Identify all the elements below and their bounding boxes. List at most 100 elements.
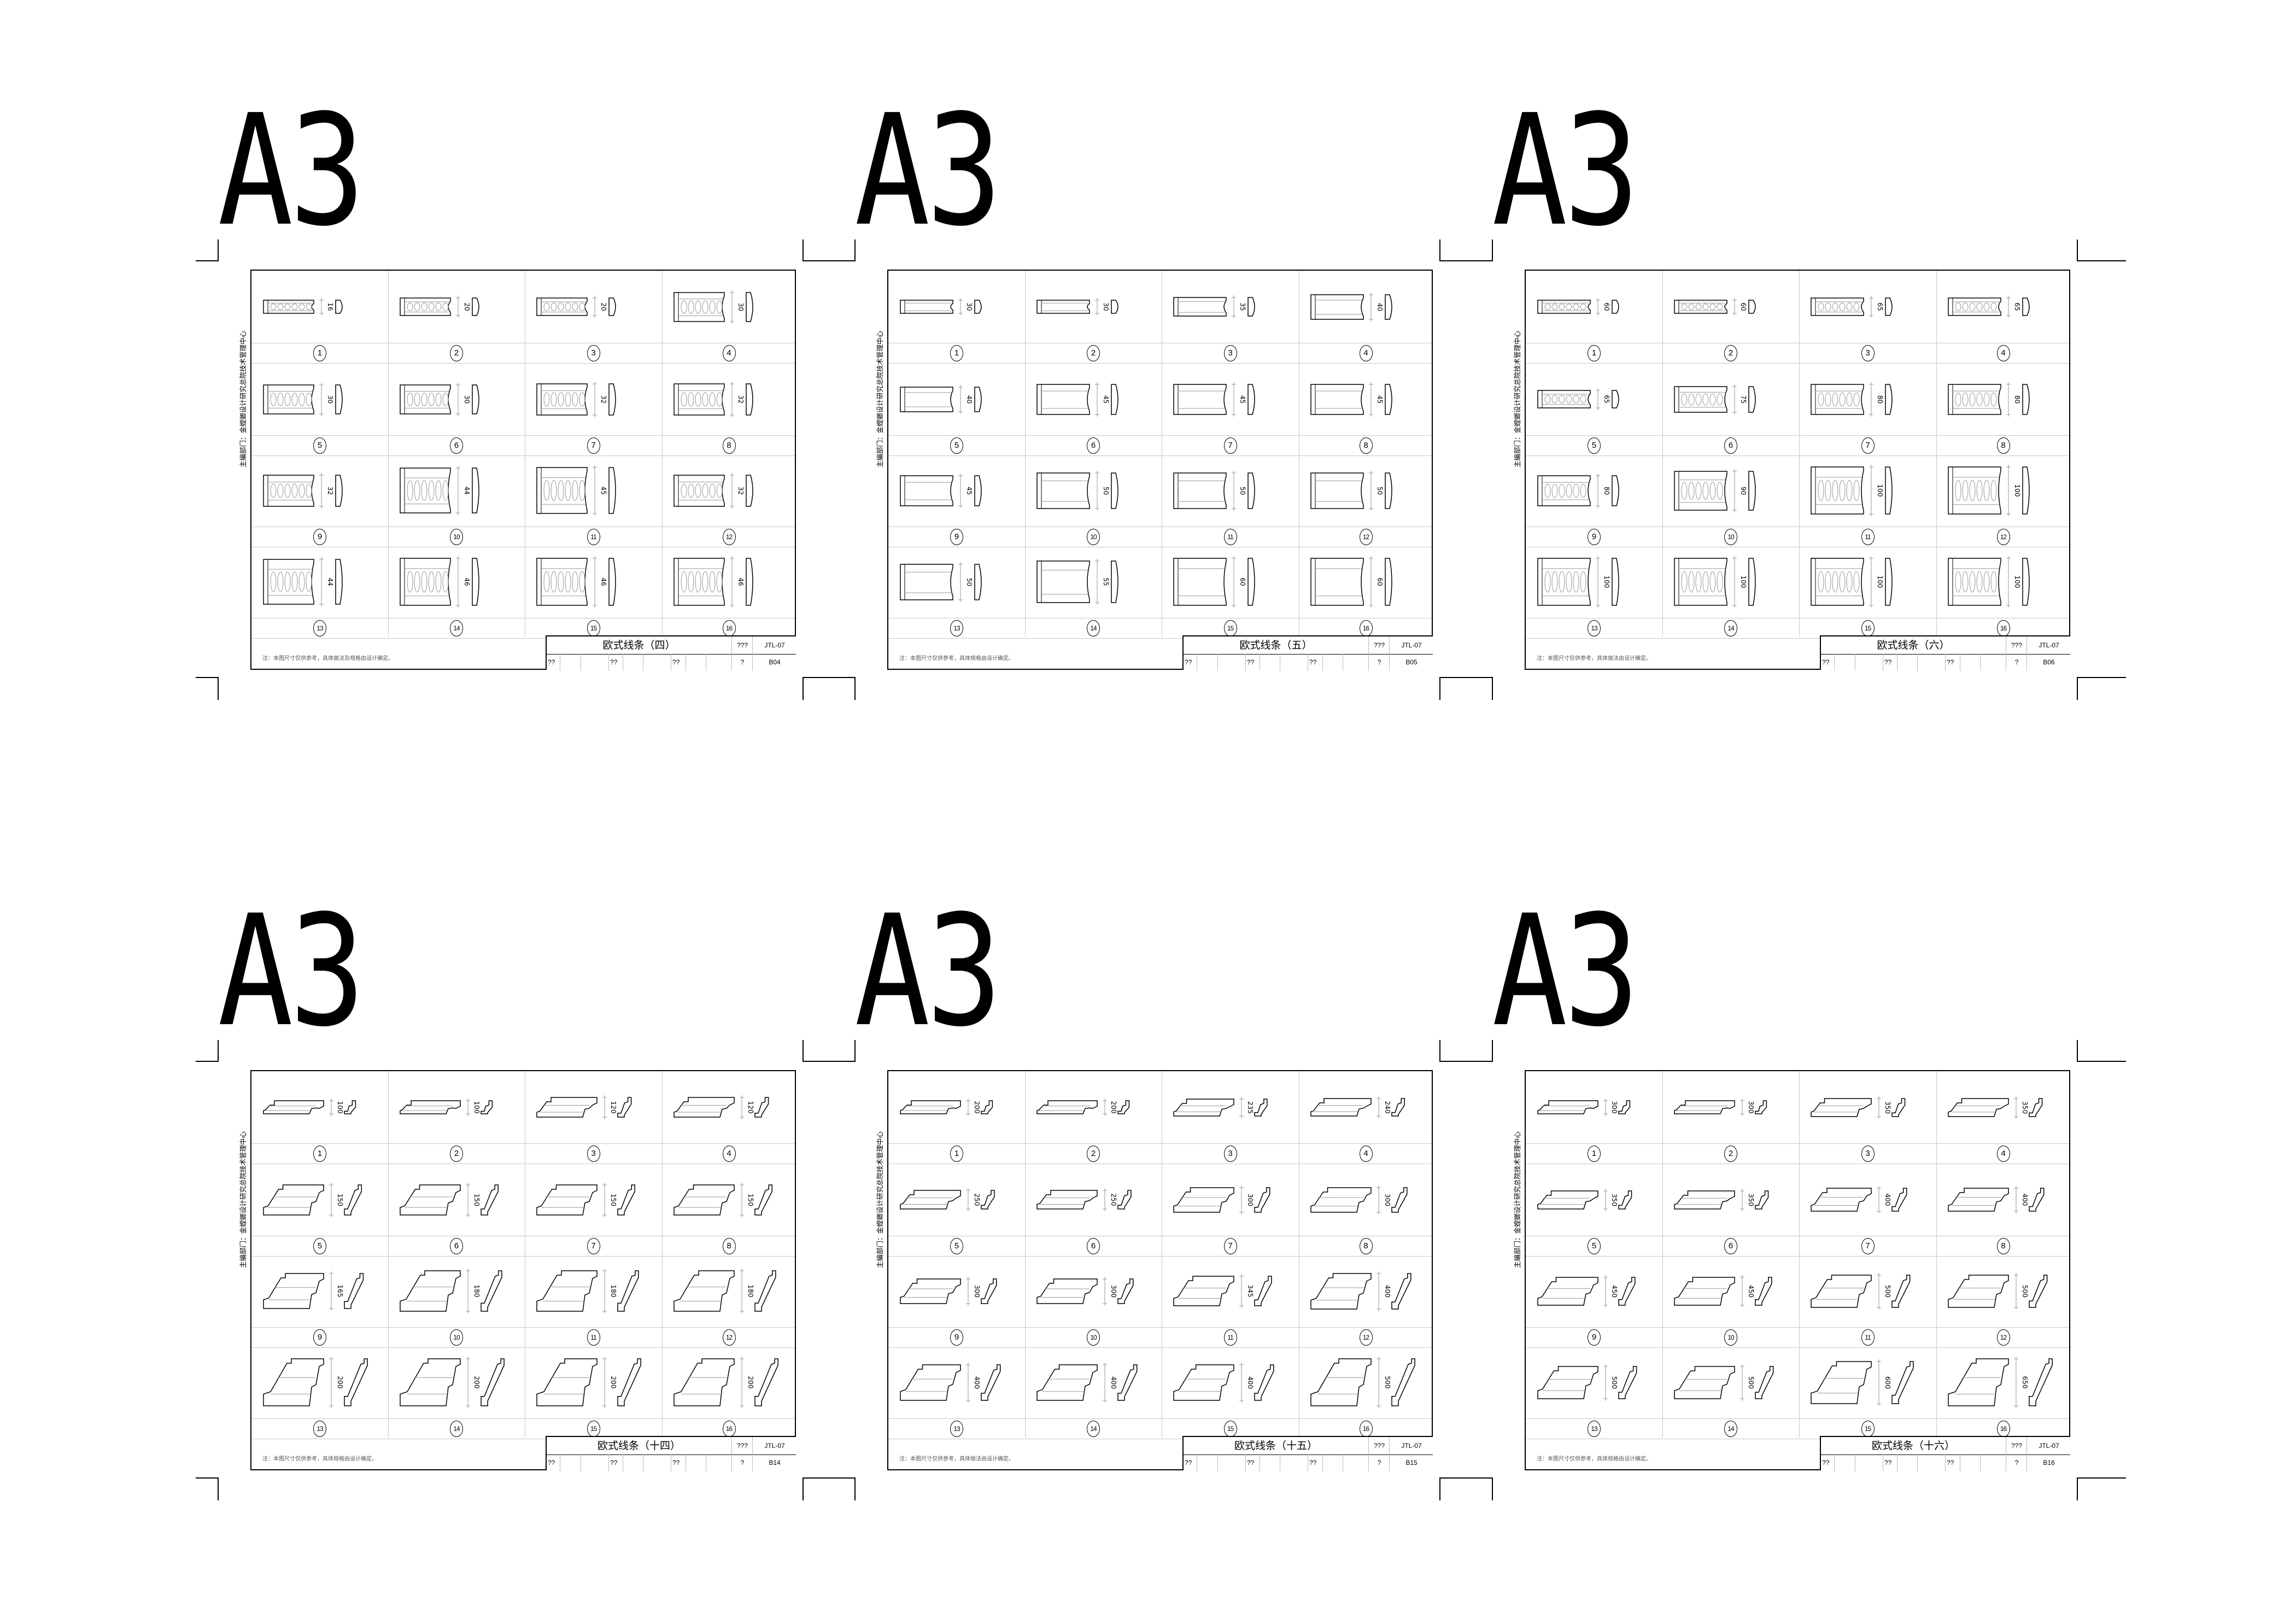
grid-column-line bbox=[1936, 271, 1937, 637]
grid-row-line bbox=[251, 1256, 795, 1257]
crown-moulding-outline bbox=[263, 1184, 324, 1216]
elevation-view bbox=[400, 1100, 493, 1114]
item-number: 15 bbox=[1861, 620, 1875, 636]
moulding-drawing: 32 bbox=[263, 473, 343, 509]
profile-section bbox=[344, 1100, 356, 1114]
item-number: 5 bbox=[313, 437, 326, 454]
moulding-drawing: 400 bbox=[1173, 1363, 1274, 1403]
crown-moulding-outline bbox=[536, 1184, 598, 1216]
dimension-value: 500 bbox=[1384, 1376, 1391, 1389]
sheet-label: ? bbox=[2006, 1454, 2027, 1471]
profile-section bbox=[1612, 390, 1619, 408]
ornament-motif bbox=[1544, 303, 1551, 310]
dimension-value: 32 bbox=[737, 395, 745, 404]
ornament-motif bbox=[270, 393, 277, 406]
grid-row-line bbox=[888, 638, 1432, 639]
ornament-motif bbox=[1976, 571, 1983, 593]
item-number: 7 bbox=[1223, 1238, 1237, 1254]
title-block: 欧式线条（十六）???JTL-07???????B16 bbox=[1820, 1436, 2070, 1471]
title-block-field bbox=[1217, 1454, 1245, 1471]
ornament-motif bbox=[1573, 303, 1579, 310]
item-number: 13 bbox=[313, 620, 326, 636]
moulding-drawing: 200 bbox=[263, 1357, 368, 1408]
crop-mark bbox=[1470, 1477, 1492, 1479]
profile-section bbox=[472, 384, 479, 414]
ornament-motif bbox=[407, 302, 413, 311]
ornament-motif bbox=[306, 483, 312, 498]
ornament-motif bbox=[435, 480, 442, 501]
dimension-value: 180 bbox=[473, 1285, 481, 1298]
dimension-value: 100 bbox=[1876, 484, 1884, 497]
grid-column-line bbox=[662, 271, 663, 637]
profile-section bbox=[1612, 558, 1619, 606]
profile-section bbox=[2029, 1098, 2043, 1117]
dimension-value: 40 bbox=[965, 395, 973, 404]
elevation-view bbox=[1811, 384, 1893, 415]
title-block-field bbox=[1980, 1454, 2006, 1471]
moulding-drawing: 600 bbox=[1811, 1359, 1914, 1406]
ornament-motif bbox=[1846, 302, 1853, 311]
item-number: 3 bbox=[1223, 345, 1237, 361]
title-block-row: 欧式线条（十六）???JTL-07 bbox=[1821, 1437, 2070, 1455]
dimension-value: 100 bbox=[1739, 576, 1747, 588]
profile-section bbox=[1254, 1276, 1272, 1306]
moulding-drawing: 50 bbox=[1173, 471, 1255, 511]
moulding-drawing: 150 bbox=[263, 1183, 362, 1217]
grid-row-line bbox=[888, 1418, 1432, 1419]
paper-size-label: A3 bbox=[218, 883, 365, 1061]
moulding-drawing: 500 bbox=[1811, 1273, 1911, 1310]
moulding-drawing: 450 bbox=[1537, 1275, 1636, 1307]
dimension-value: 150 bbox=[336, 1194, 344, 1206]
dimension-value: 46 bbox=[600, 577, 607, 586]
grid-row-line bbox=[1526, 1418, 2069, 1419]
moulding-drawing: 90 bbox=[1674, 469, 1756, 512]
ornament-motif bbox=[709, 300, 716, 314]
ornament-motif bbox=[1846, 571, 1853, 593]
paper-size-label: A3 bbox=[854, 883, 1002, 1061]
ornament-motif bbox=[709, 483, 716, 498]
elevation-view bbox=[900, 1100, 993, 1114]
dimension-value: 200 bbox=[747, 1376, 754, 1389]
title-block-field: ?? bbox=[1245, 654, 1260, 671]
ornament-motif bbox=[284, 483, 291, 498]
ornament-motif bbox=[284, 303, 291, 310]
elevation-view bbox=[1036, 472, 1118, 509]
moulding-drawing: 500 bbox=[1310, 1357, 1415, 1408]
item-number: 4 bbox=[722, 345, 736, 361]
title-block-field bbox=[706, 1454, 731, 1471]
item-number: 14 bbox=[1087, 1421, 1100, 1437]
elevation-view bbox=[673, 475, 753, 507]
title-block-field: ?? bbox=[671, 1454, 686, 1471]
ornament-motif bbox=[1573, 483, 1579, 498]
dimension-value: 250 bbox=[1110, 1194, 1117, 1206]
dimension-value: 30 bbox=[965, 302, 973, 311]
moulding-drawing: 250 bbox=[1036, 1188, 1132, 1211]
elevation-view bbox=[1036, 1190, 1132, 1210]
crop-mark bbox=[218, 1477, 219, 1500]
profile-section bbox=[472, 468, 479, 513]
moulding-drawing: 100 bbox=[1948, 556, 2030, 607]
title-block-field: ?? bbox=[1945, 1454, 1960, 1471]
profile-section bbox=[981, 1364, 1001, 1401]
ornament-motif bbox=[579, 480, 585, 501]
profile-section bbox=[1748, 300, 1756, 314]
grid-column-line bbox=[662, 1071, 663, 1438]
moulding-drawing: 200 bbox=[536, 1357, 641, 1408]
dimension-value: 20 bbox=[463, 302, 471, 311]
elevation-view bbox=[1948, 1188, 2045, 1212]
title-block-field: ?? bbox=[1945, 654, 1960, 671]
dimension-value: 300 bbox=[1246, 1194, 1254, 1206]
ornament-motif bbox=[1853, 392, 1860, 407]
grid-column-line bbox=[1025, 1071, 1026, 1438]
elevation-view bbox=[400, 558, 479, 606]
dimension-value: 50 bbox=[1239, 487, 1246, 495]
elevation-view bbox=[400, 297, 479, 316]
moulding-drawing: 46 bbox=[400, 556, 479, 607]
